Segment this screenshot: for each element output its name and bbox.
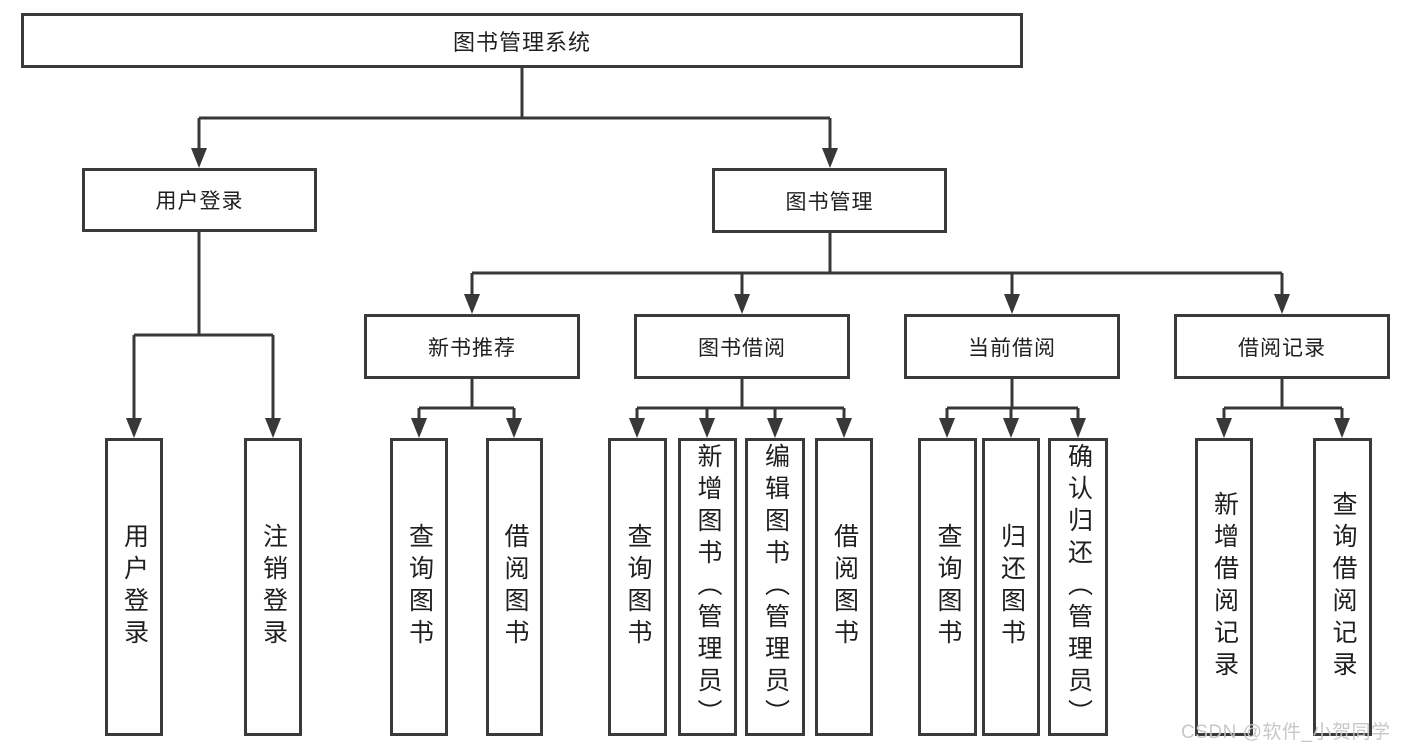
node-book-management-label: 图书管理: [785, 190, 874, 214]
leaf-logout-label: 注销登录: [259, 523, 288, 651]
leaf-user-login: 用户登录: [105, 438, 163, 736]
leaf-query-borrow-record-label: 查询借阅记录: [1329, 491, 1357, 683]
leaf-add-book-admin: 新增图书（管理员）: [678, 438, 737, 736]
leaf-query-books-2-label: 查询图书: [624, 523, 652, 651]
leaf-add-borrow-record: 新增借阅记录: [1195, 438, 1253, 736]
node-root-label: 图书管理系统: [452, 29, 591, 55]
node-book-borrow: 图书借阅: [634, 314, 850, 379]
leaf-query-borrow-record: 查询借阅记录: [1313, 438, 1372, 736]
leaf-return-books: 归还图书: [982, 438, 1040, 736]
leaf-borrow-books-1-label: 借阅图书: [501, 523, 529, 651]
node-book-borrow-label: 图书借阅: [698, 336, 786, 360]
node-new-book-recommend: 新书推荐: [364, 314, 580, 379]
node-current-borrow-label: 当前借阅: [968, 336, 1056, 360]
node-user-login-label: 用户登录: [155, 190, 244, 213]
node-current-borrow: 当前借阅: [904, 314, 1120, 379]
node-book-management: 图书管理: [712, 168, 947, 233]
leaf-query-books-3: 查询图书: [918, 438, 977, 736]
leaf-borrow-books-2: 借阅图书: [815, 438, 873, 736]
leaf-return-books-label: 归还图书: [997, 523, 1026, 651]
leaf-user-login-label: 用户登录: [120, 523, 149, 651]
leaf-query-books-3-label: 查询图书: [934, 523, 962, 651]
node-user-login: 用户登录: [82, 168, 317, 232]
leaf-logout: 注销登录: [244, 438, 302, 736]
leaf-confirm-return-admin-label: 确认归还（管理员）: [1064, 443, 1093, 731]
leaf-borrow-books-1: 借阅图书: [486, 438, 543, 736]
node-root: 图书管理系统: [21, 13, 1023, 68]
leaf-query-books-2: 查询图书: [608, 438, 667, 736]
node-borrow-records-label: 借阅记录: [1238, 336, 1326, 360]
leaf-add-book-admin-label: 新增图书（管理员）: [694, 443, 722, 731]
leaf-add-borrow-record-label: 新增借阅记录: [1210, 491, 1239, 683]
node-borrow-records: 借阅记录: [1174, 314, 1390, 379]
leaf-confirm-return-admin: 确认归还（管理员）: [1048, 438, 1108, 736]
watermark: CSDN @软件_小贺同学: [1181, 722, 1391, 743]
leaf-edit-book-admin: 编辑图书（管理员）: [745, 438, 805, 736]
leaf-query-books-1: 查询图书: [390, 438, 448, 736]
leaf-edit-book-admin-label: 编辑图书（管理员）: [761, 443, 790, 731]
leaf-query-books-1-label: 查询图书: [405, 523, 434, 651]
leaf-borrow-books-2-label: 借阅图书: [830, 523, 859, 651]
node-new-book-recommend-label: 新书推荐: [428, 336, 516, 360]
